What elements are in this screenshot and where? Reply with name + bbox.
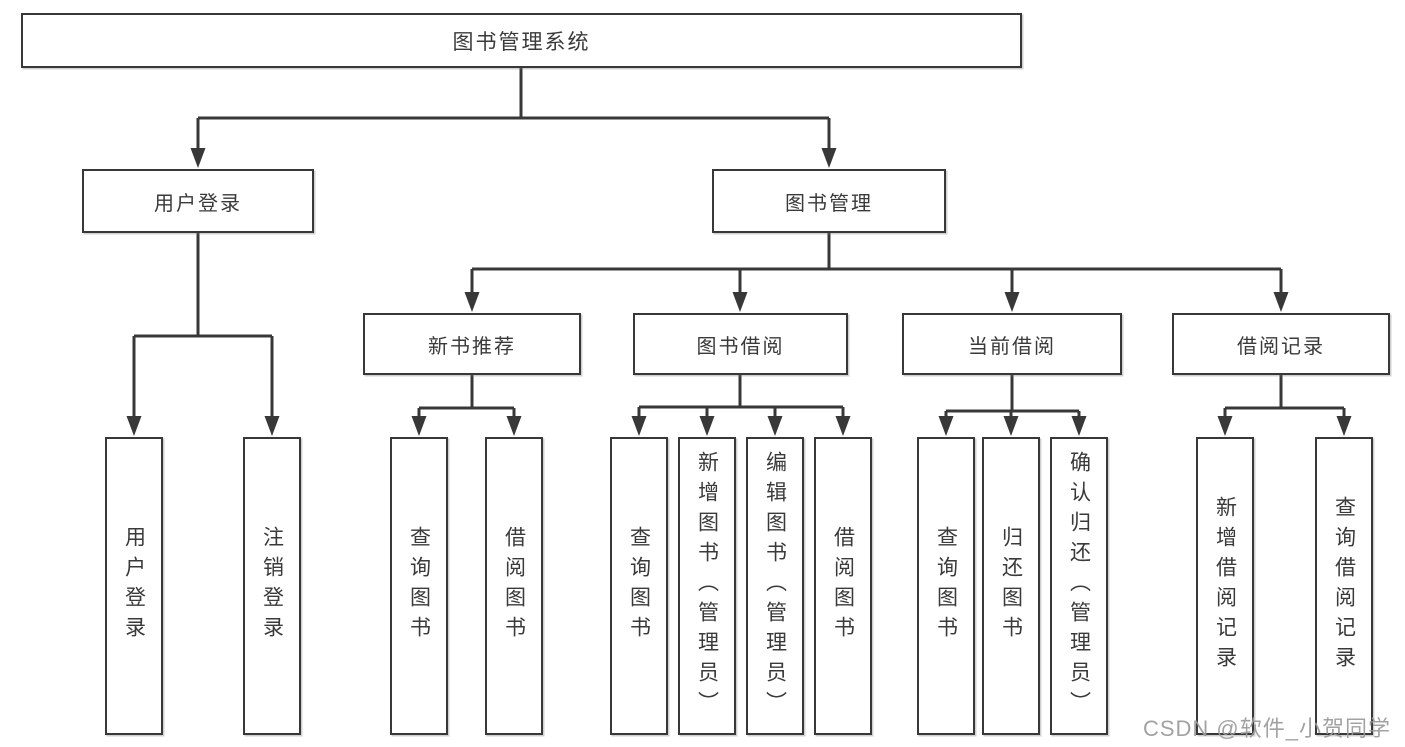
leaf-edit-books-admin-label: 编辑图书（管理员） (763, 451, 787, 721)
leaf-recommend-query-books: 查询图书 (390, 437, 448, 735)
node-borrow-records: 借阅记录 (1172, 313, 1390, 375)
node-book-management-label: 图书管理 (785, 192, 873, 215)
leaf-return-books: 归还图书 (982, 437, 1040, 735)
leaf-return-books-label: 归还图书 (999, 526, 1023, 646)
connector-records-to-leaves (1223, 375, 1346, 419)
node-book-borrow: 图书借阅 (633, 313, 848, 375)
node-current-borrow-label: 当前借阅 (968, 335, 1056, 358)
connector-mgmt-to-level3 (470, 233, 1283, 295)
leaf-borrow-books: 借阅图书 (814, 437, 872, 735)
connector-login-to-leaves (132, 233, 274, 420)
leaf-user-login-label: 用户登录 (122, 526, 146, 646)
leaf-logout-label: 注销登录 (260, 526, 284, 646)
node-book-borrow-label: 图书借阅 (696, 335, 785, 358)
leaf-current-query-books-label: 查询图书 (934, 526, 958, 646)
leaf-add-borrow-record-label: 新增借阅记录 (1213, 496, 1237, 676)
node-new-book-recommend-label: 新书推荐 (428, 335, 516, 358)
leaf-current-query-books: 查询图书 (917, 437, 975, 735)
connector-root-to-level2 (196, 68, 831, 150)
node-root: 图书管理系统 (21, 13, 1022, 68)
leaf-add-books-admin: 新增图书（管理员） (678, 437, 736, 735)
node-borrow-records-label: 借阅记录 (1237, 335, 1325, 358)
node-user-login: 用户登录 (82, 169, 314, 233)
node-book-management: 图书管理 (712, 169, 946, 233)
leaf-user-login: 用户登录 (105, 437, 163, 735)
csdn-watermark: CSDN @软件_小贺同学 (1142, 716, 1391, 741)
connector-recommend-to-leaves (417, 375, 516, 419)
leaf-recommend-borrow-books: 借阅图书 (485, 437, 543, 735)
leaf-add-books-admin-label: 新增图书（管理员） (695, 451, 719, 721)
leaf-query-borrow-record: 查询借阅记录 (1315, 437, 1373, 735)
leaf-logout: 注销登录 (243, 437, 301, 735)
node-user-login-label: 用户登录 (154, 192, 242, 215)
leaf-borrow-books-label: 借阅图书 (831, 526, 855, 646)
leaf-edit-books-admin: 编辑图书（管理员） (746, 437, 804, 735)
leaf-recommend-borrow-books-label: 借阅图书 (502, 526, 526, 646)
leaf-query-borrow-record-label: 查询借阅记录 (1332, 496, 1356, 676)
connector-current-to-leaves (944, 375, 1081, 419)
node-new-book-recommend: 新书推荐 (363, 313, 581, 375)
node-root-label: 图书管理系统 (452, 30, 591, 54)
node-current-borrow: 当前借阅 (902, 313, 1122, 375)
leaf-borrow-query-books: 查询图书 (610, 437, 668, 735)
leaf-confirm-return-admin-label: 确认归还（管理员） (1067, 451, 1091, 721)
leaf-add-borrow-record: 新增借阅记录 (1196, 437, 1254, 735)
leaf-recommend-query-books-label: 查询图书 (407, 526, 431, 646)
connector-borrow-to-leaves (637, 375, 845, 419)
leaf-borrow-query-books-label: 查询图书 (627, 526, 651, 646)
leaf-confirm-return-admin: 确认归还（管理员） (1050, 437, 1108, 735)
arrowheads (126, 148, 1352, 436)
